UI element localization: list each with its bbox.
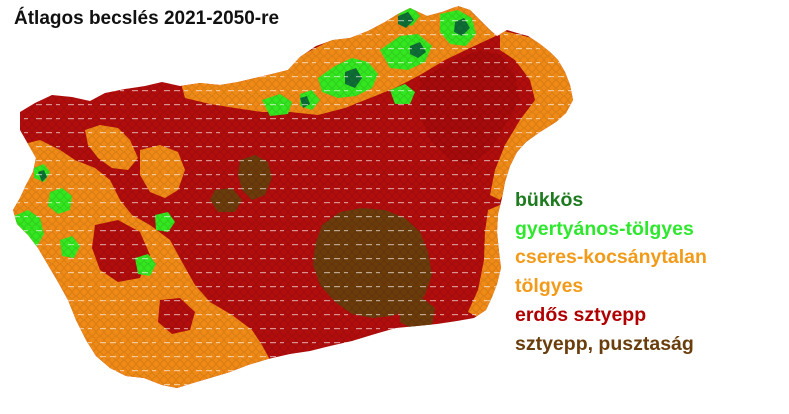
legend-item-cseres-kocsanytalan: cseres-kocsánytalan [515, 243, 785, 273]
map-title: Átlagos becslés 2021-2050-re [14, 8, 280, 29]
legend: bükkös gyertyános-tölgyes cseres-kocsány… [515, 186, 785, 359]
legend-item-tolgyes: tölgyes [515, 272, 785, 301]
legend-item-gyertyanos-tolgyes: gyertyános-tölgyes [515, 214, 785, 244]
legend-item-sztyepp-pusztasag: sztyepp, pusztaság [515, 329, 785, 359]
legend-item-erdos-sztyepp: erdős sztyepp [515, 300, 785, 330]
legend-item-bukkos: bükkös [515, 186, 785, 215]
